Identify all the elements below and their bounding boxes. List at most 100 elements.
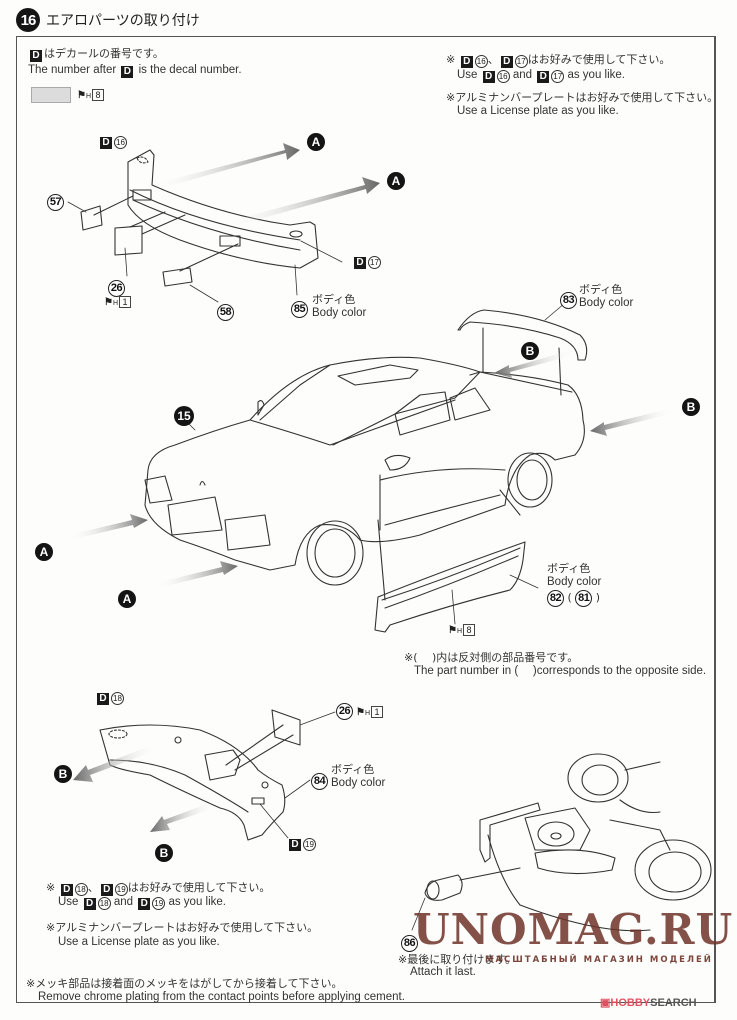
decal-marker-icon: D xyxy=(60,884,73,896)
part-number: 86 xyxy=(401,935,418,952)
note-mark: ※ xyxy=(446,53,456,66)
decal-marker-icon: D xyxy=(100,884,113,896)
arrow-b-rear xyxy=(590,408,675,436)
note-mark: ※ xyxy=(46,881,56,894)
decal-number: 19 xyxy=(303,838,316,851)
watermark-sub: МАСШТАБНЫЙ МАГАЗИН МОДЕЛЕЙ xyxy=(485,955,713,965)
decal-marker-icon: D xyxy=(500,56,513,68)
arrow-b-label: B xyxy=(521,340,539,360)
note-text: はお好みで使用して下さい。 xyxy=(127,881,271,894)
arrow-b-bumper-upper xyxy=(73,744,158,782)
arrow-label-badge: B xyxy=(155,844,173,862)
part-85-label: 85 xyxy=(291,297,308,318)
decal-number: 16 xyxy=(496,70,510,83)
decal-number: 19 xyxy=(114,883,128,896)
arrow-a-front-lower xyxy=(155,561,238,588)
rear-bumper-drawing xyxy=(99,709,336,841)
chrome-note-jp: ※メッキ部品は接着面のメッキをはがしてから接着して下さい。 xyxy=(26,977,343,990)
part-number: 57 xyxy=(47,194,64,211)
arrow-a-label: A xyxy=(307,131,325,151)
decal-marker-icon: D xyxy=(354,256,366,269)
arrow-label-badge: A xyxy=(387,172,405,190)
side-skirt-color-jp: ボディ色 xyxy=(547,562,591,575)
side-skirt-color-en: Body color xyxy=(547,576,602,588)
side-skirt-drawing xyxy=(374,541,539,633)
decal-marker-icon: D xyxy=(30,50,42,62)
decal-marker-icon: D xyxy=(482,71,495,83)
decal-number: 17 xyxy=(514,55,528,68)
top-note-2-jp: ※アルミナンバープレートはお好みで使用して下さい。 xyxy=(446,91,719,104)
chrome-note-en: Remove chrome plating from the contact p… xyxy=(38,991,405,1003)
arrow-a-front-upper xyxy=(68,514,148,540)
part-number-opposite: 81 xyxy=(575,590,593,607)
part-number: 83 xyxy=(560,292,577,309)
assembly-arrows xyxy=(68,143,675,832)
arrow-a-label: A xyxy=(35,541,53,561)
decal-note-en: The number after D is the decal number. xyxy=(28,63,242,78)
decal-note-en-suffix: is the decal number. xyxy=(138,64,242,76)
step-header: 16 エアロパーツの取り付け xyxy=(16,8,200,32)
separator: 、 xyxy=(487,53,499,66)
decal-number: 16 xyxy=(474,55,488,68)
arrow-b-bumper-lower xyxy=(150,802,215,832)
decal-marker-icon: D xyxy=(537,71,550,83)
decal-number: 18 xyxy=(111,692,124,705)
arrow-a-label: A xyxy=(118,588,136,608)
decal-marker-icon: D xyxy=(138,898,151,910)
color-swatch xyxy=(31,87,71,103)
note-text: Use xyxy=(457,69,478,81)
part-15-label: 15 xyxy=(174,405,194,426)
decal-number: 17 xyxy=(551,70,565,83)
paint-number: 1 xyxy=(119,296,132,308)
part-83-color-en: Body color xyxy=(579,297,634,309)
step-number-badge: 16 xyxy=(16,8,40,32)
top-note-2-en: Use a License plate as you like. xyxy=(457,105,619,117)
part-86-label: 86 xyxy=(401,931,418,952)
paint-code: H xyxy=(112,300,119,307)
attach-last-note-en: Attach it last. xyxy=(410,966,476,978)
logo-prefix: HOBBY xyxy=(610,997,651,1009)
bottom-note-2-en: Use a License plate as you like. xyxy=(58,936,220,948)
part-number: 26 xyxy=(336,703,353,720)
note-text: and xyxy=(512,69,533,81)
paint-code: H xyxy=(456,628,463,635)
part-85-color-jp: ボディ色 xyxy=(312,293,356,306)
arrow-label-badge: A xyxy=(307,133,325,151)
arrow-b-spoiler xyxy=(494,350,575,378)
engine-detail-drawing xyxy=(411,753,712,932)
part-number: 85 xyxy=(291,301,308,318)
arrow-a-label: A xyxy=(387,170,405,190)
part-26-label: 26 xyxy=(108,276,125,297)
part-57-label: 57 xyxy=(47,190,64,211)
arrow-a-lower xyxy=(225,177,380,228)
decal-marker-icon: D xyxy=(100,136,112,149)
arrow-b-label: B xyxy=(682,396,700,416)
part-84-label: 84 xyxy=(311,769,328,790)
paint-flag-icon: ⚑ xyxy=(356,706,365,718)
arrow-b-label: B xyxy=(54,763,72,783)
hobby-search-logo-icon: ▣ xyxy=(600,997,611,1009)
paint-flag-icon: ⚑ xyxy=(104,297,113,308)
opposite-side-note-en: The part number in ( )corresponds to the… xyxy=(414,665,707,677)
part-84-color-jp: ボディ色 xyxy=(331,763,375,776)
decal-number: 18 xyxy=(97,897,111,910)
paint-flag-icon: ⚑ xyxy=(77,90,86,101)
front-bumper-drawing xyxy=(67,149,343,303)
watermark-main: UNOMAG.RU xyxy=(413,905,734,954)
side-skirt-part-numbers: 82 ( 81 ) xyxy=(547,590,600,607)
bottom-note-2-jp: ※アルミナンバープレートはお好みで使用して下さい。 xyxy=(46,921,319,934)
note-text: and xyxy=(113,896,134,908)
